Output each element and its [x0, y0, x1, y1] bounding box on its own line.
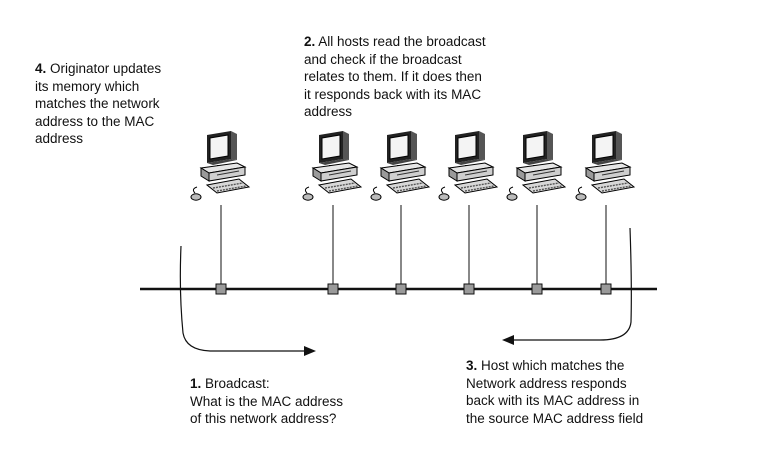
note-line: address [35, 131, 84, 146]
host-5 [506, 130, 566, 295]
broadcast-arrow [179, 245, 306, 352]
response-arrow [512, 227, 632, 341]
note-host-matches: 3. Host which matches the Network addres… [466, 357, 643, 427]
host-6 [575, 130, 635, 295]
originator-host [190, 130, 250, 295]
note-line: the source MAC address field [466, 410, 644, 426]
step-number: 1. [190, 376, 202, 391]
computer-icon [302, 130, 362, 201]
computer-icon [575, 130, 635, 201]
step-number: 4. [35, 61, 47, 76]
response-arrowhead [502, 335, 514, 345]
note-line: it responds back with its MAC [304, 86, 482, 102]
broadcast-arrowhead [304, 346, 316, 356]
note-line: Host which matches the [481, 358, 625, 373]
host-2 [302, 130, 362, 295]
transceiver-tap [327, 283, 339, 295]
note-line: matches the network [35, 96, 160, 111]
computer-icon [370, 130, 430, 201]
note-line: its memory which [35, 78, 140, 94]
step-number: 2. [304, 34, 316, 49]
note-line: Broadcast: [205, 376, 270, 391]
transceiver-tap [463, 283, 475, 295]
note-line: of this network address? [190, 411, 337, 426]
note-originator-updates: 4. Originator updates its memory which m… [35, 60, 161, 148]
note-line: address to the MAC [35, 113, 155, 129]
computer-icon [190, 130, 250, 201]
note-line: Network address responds [466, 375, 627, 391]
note-line: All hosts read the broadcast [318, 34, 486, 49]
transceiver-tap [395, 283, 407, 295]
transceiver-tap [215, 283, 227, 295]
host-4 [438, 130, 498, 295]
step-number: 3. [466, 358, 478, 373]
host-3 [370, 130, 430, 295]
note-line: and check if the broadcast [304, 51, 462, 67]
computer-icon [506, 130, 566, 201]
note-line: address [304, 104, 353, 119]
note-line: What is the MAC address [190, 393, 344, 409]
transceiver-tap [531, 283, 543, 295]
note-line: back with its MAC address in [466, 393, 640, 408]
note-broadcast: 1. Broadcast: What is the MAC address of… [190, 375, 343, 428]
computer-icon [438, 130, 498, 201]
note-line: Originator updates [50, 61, 162, 76]
transceiver-tap [600, 283, 612, 295]
note-hosts-read-broadcast: 2. All hosts read the broadcast and chec… [304, 33, 486, 121]
note-line: relates to them. If it does then [304, 69, 482, 84]
